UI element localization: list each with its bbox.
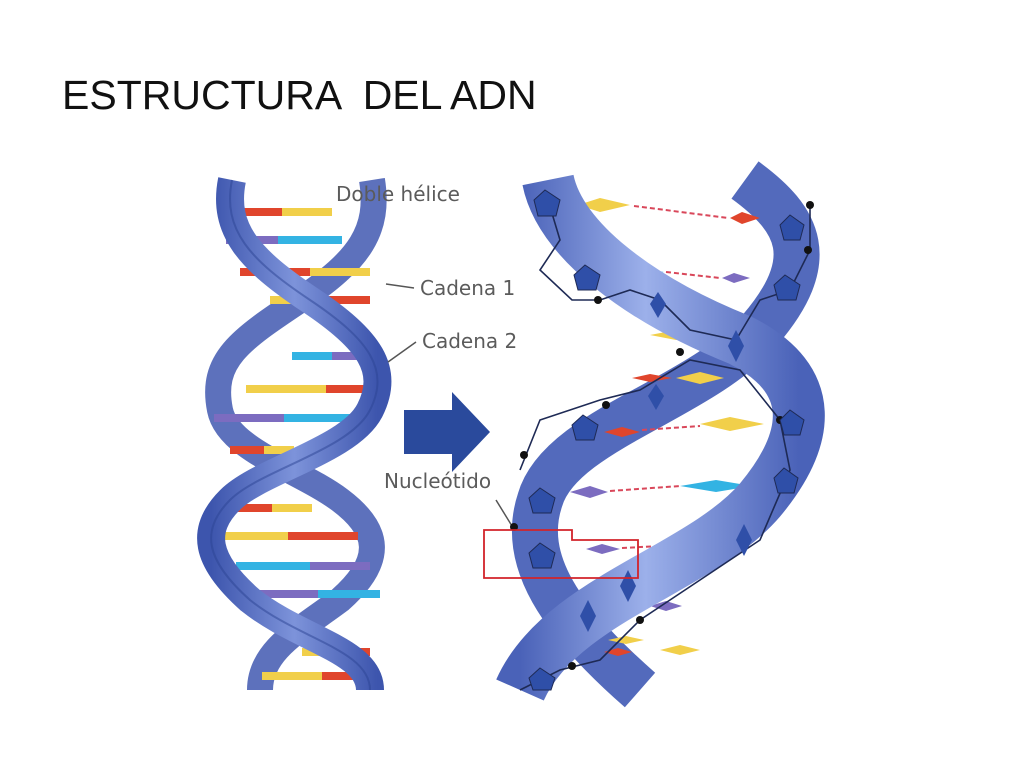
right-arrow bbox=[404, 392, 490, 472]
sugar-diamond bbox=[728, 330, 744, 362]
sugar-pentagon bbox=[779, 409, 805, 436]
leader-nucleotide bbox=[495, 499, 513, 527]
label-double-helix: Doble hélice bbox=[336, 182, 460, 206]
sugar-diamond bbox=[736, 524, 752, 556]
sugar-pentagon bbox=[571, 414, 599, 441]
slide-title: ESTRUCTURA DEL ADN bbox=[62, 72, 537, 118]
leader-strand-2 bbox=[387, 341, 417, 363]
leader-strand-1 bbox=[385, 283, 415, 289]
sugar-pentagon bbox=[528, 487, 556, 514]
sugar-pentagon bbox=[528, 542, 556, 569]
label-strand-1: Cadena 1 bbox=[420, 276, 515, 300]
sugar-diamond bbox=[650, 292, 666, 318]
sugar-pentagon bbox=[533, 189, 561, 217]
sugar-diamond bbox=[580, 600, 596, 632]
nucleotide-highlight-box bbox=[483, 529, 639, 579]
sugar-pentagon bbox=[773, 467, 799, 494]
double-helix-diagram bbox=[197, 177, 392, 692]
sugar-pentagon bbox=[779, 214, 805, 241]
zoomed-helix-diagram bbox=[483, 161, 825, 708]
sugar-diamond bbox=[648, 384, 664, 410]
sugar-pentagon bbox=[528, 667, 556, 691]
sugar-pentagon bbox=[773, 274, 801, 301]
label-strand-2: Cadena 2 bbox=[422, 329, 517, 353]
sugar-pentagon bbox=[573, 264, 601, 291]
label-nucleotide: Nucleótido bbox=[384, 469, 491, 493]
zoom-strand-back bbox=[511, 161, 820, 708]
